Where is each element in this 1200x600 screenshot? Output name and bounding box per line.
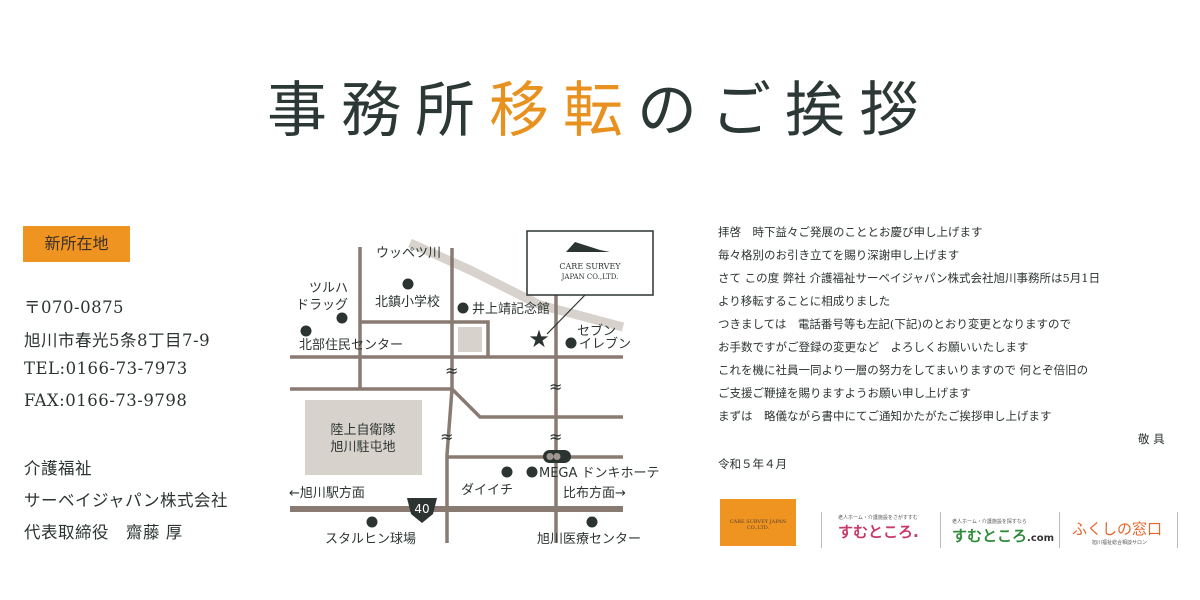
- map-mark: [546, 453, 554, 460]
- map-mark: [445, 248, 454, 543]
- landmark-dots: [300, 278, 598, 528]
- divider: [1177, 512, 1178, 548]
- page-title: 事務所移転のご挨拶: [0, 62, 1200, 149]
- letter-line: 拝啓 時下益々ご発展のこととお慶び申し上げます: [718, 225, 983, 239]
- letter-date: 令和５年４月: [718, 457, 787, 471]
- letter-line: さて この度 弊社 介護福祉サーベイジャパン株式会社旭川事務所は5月1日: [718, 271, 1101, 285]
- sumutokoro-com-name: すむところ: [952, 527, 1028, 545]
- map-mark: [501, 466, 513, 478]
- divider: [821, 512, 822, 548]
- map-mark: ≈: [445, 361, 458, 380]
- map-mark: [586, 516, 598, 528]
- divider: [1059, 512, 1060, 548]
- map-mark: [408, 238, 625, 332]
- tsuruha-label-2: ドラッグ: [296, 298, 348, 313]
- letter-line: これを機に社員一同より一層の努力をしてまいりますので 何とぞ倍旧の: [718, 363, 1089, 377]
- letter-line: つきましては 電話番号等も左記(下記)のとおり変更となりますので: [718, 317, 1072, 331]
- route-number: 40: [414, 502, 429, 516]
- river-label: ウッペツ川: [376, 246, 441, 261]
- fukushi-name: ふくしの窓口: [1072, 520, 1163, 538]
- sumutokoro-com-suffix: .com: [1027, 533, 1055, 544]
- school-label: 北鎮小学校: [375, 294, 440, 310]
- seven-eleven-label: セブン: [577, 323, 616, 339]
- map-mark: [565, 337, 577, 349]
- map-mark: [450, 387, 623, 419]
- tel-number: TEL:0166-73-7973: [24, 359, 188, 378]
- roads: [290, 247, 623, 543]
- company-callout-box: [526, 230, 654, 296]
- map-mark: ≈: [549, 427, 562, 446]
- tsuruha-label: ツルハ: [309, 281, 348, 296]
- company-type: 介護福祉: [24, 459, 92, 478]
- sumutokoro-com-tagline: 老人ホーム・介護施設を探すなら: [952, 519, 1027, 525]
- company-logo-icon: [566, 242, 610, 252]
- fax-number: FAX:0166-73-9798: [24, 391, 188, 410]
- care-survey-logo-text: CARE SURVEY JAPAN CO.,LTD.: [729, 519, 787, 531]
- letter-line: 毎々格別のお引き立てを賜り深謝申し上げます: [718, 248, 960, 262]
- army-label-2: 旭川駐屯地: [330, 440, 395, 455]
- inoue-museum-label: 井上靖記念館: [472, 301, 550, 317]
- route-shield-icon: [407, 498, 437, 523]
- company-name: サーベイジャパン株式会社: [24, 491, 228, 510]
- letter-closing: 敬 具: [1138, 432, 1165, 446]
- fukushi-tagline: 旭川福祉総合相談サロン: [1092, 540, 1148, 546]
- building-block: [458, 327, 482, 352]
- company-logo-text: CARE SURVEY: [559, 262, 621, 271]
- map-mark: ≈: [440, 427, 453, 446]
- street-address: 旭川市春光5条8丁目7-9: [24, 331, 211, 350]
- army-label: 陸上自衛隊: [330, 422, 395, 438]
- postal-code: 〒070-0875: [24, 298, 125, 317]
- title-text-end: のご挨拶: [637, 76, 933, 146]
- map-mark: [560, 453, 568, 460]
- title-text: 事務所: [267, 76, 489, 146]
- fukushi-madoguchi-logo: ふくしの窓口 旭川福祉総合相談サロン: [1072, 518, 1162, 546]
- map-mark: ≈: [549, 377, 562, 396]
- pippu-direction-label: 比布方面→: [563, 485, 626, 501]
- station-direction-label: ←旭川駅方面: [289, 485, 365, 501]
- map-mark: [360, 320, 490, 357]
- daiichi-label: ダイイチ: [461, 483, 513, 498]
- stadium-label: スタルヒン球場: [325, 532, 416, 547]
- river-line: [408, 238, 625, 332]
- callout-line: [546, 294, 586, 335]
- letter-line: まずは 略儀ながら書中にてご通知かたがたご挨拶申し上げます: [718, 409, 1052, 423]
- office-star-icon: ★: [528, 325, 550, 353]
- mega-donki-label: MEGA ドンキホーテ: [539, 466, 660, 481]
- care-survey-logo: CARE SURVEY JAPAN CO.,LTD.: [720, 499, 796, 546]
- map-mark: [336, 312, 348, 324]
- seven-eleven-label-2: イレブン: [579, 336, 631, 352]
- medical-center-label: 旭川医療センター: [537, 532, 641, 547]
- sumutokoro-com-logo: 老人ホーム・介護施設を探すなら すむところ.com: [952, 518, 1054, 546]
- break-marks: ≈ ≈ ≈ ≈: [440, 361, 562, 446]
- new-address-badge: 新所在地: [23, 226, 130, 262]
- map-mark: [526, 466, 538, 478]
- map-mark: [366, 516, 378, 528]
- representative: 代表取締役 齋藤 厚: [24, 523, 183, 542]
- title-accent: 移転: [489, 76, 637, 146]
- map-mark: [553, 453, 561, 460]
- divider: [940, 512, 941, 548]
- sumutokoro-name: すむところ.: [838, 523, 919, 541]
- map-mark: [457, 302, 469, 314]
- letter-line: お手数ですがご登録の変更など よろしくお願いいたします: [718, 340, 1029, 354]
- sumutokoro-logo: 老人ホーム・介護施設をさがすすむ すむところ.: [838, 514, 919, 542]
- map-mark: [300, 325, 312, 337]
- map-mark: [402, 278, 414, 290]
- community-center-label: 北部住民センター: [299, 338, 403, 353]
- company-logo-text-2: JAPAN CO.,LTD.: [561, 273, 619, 281]
- letter-line: ご支援ご鞭撻を賜りますようお願い申し上げます: [718, 386, 971, 400]
- army-base-area: [305, 400, 422, 475]
- letter-line: より移転することに相成りました: [718, 294, 891, 308]
- sumutokoro-tagline: 老人ホーム・介護施設をさがすすむ: [838, 515, 918, 521]
